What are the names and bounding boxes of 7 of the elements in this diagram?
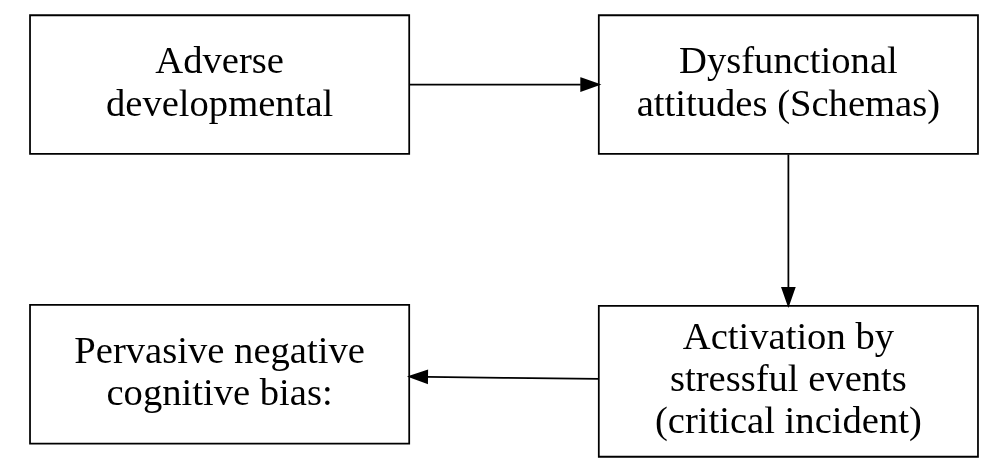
node-box: Pervasive negative cognitive bias: xyxy=(29,304,411,445)
arrow xyxy=(408,77,602,92)
arrow xyxy=(406,369,600,385)
node-box: Activation by stressful events (critical incident) xyxy=(597,304,979,458)
node-box: Adverse developmental xyxy=(29,14,411,155)
arrow xyxy=(781,153,796,309)
node-box: Dysfunctional attitudes (Schemas) xyxy=(597,14,979,155)
